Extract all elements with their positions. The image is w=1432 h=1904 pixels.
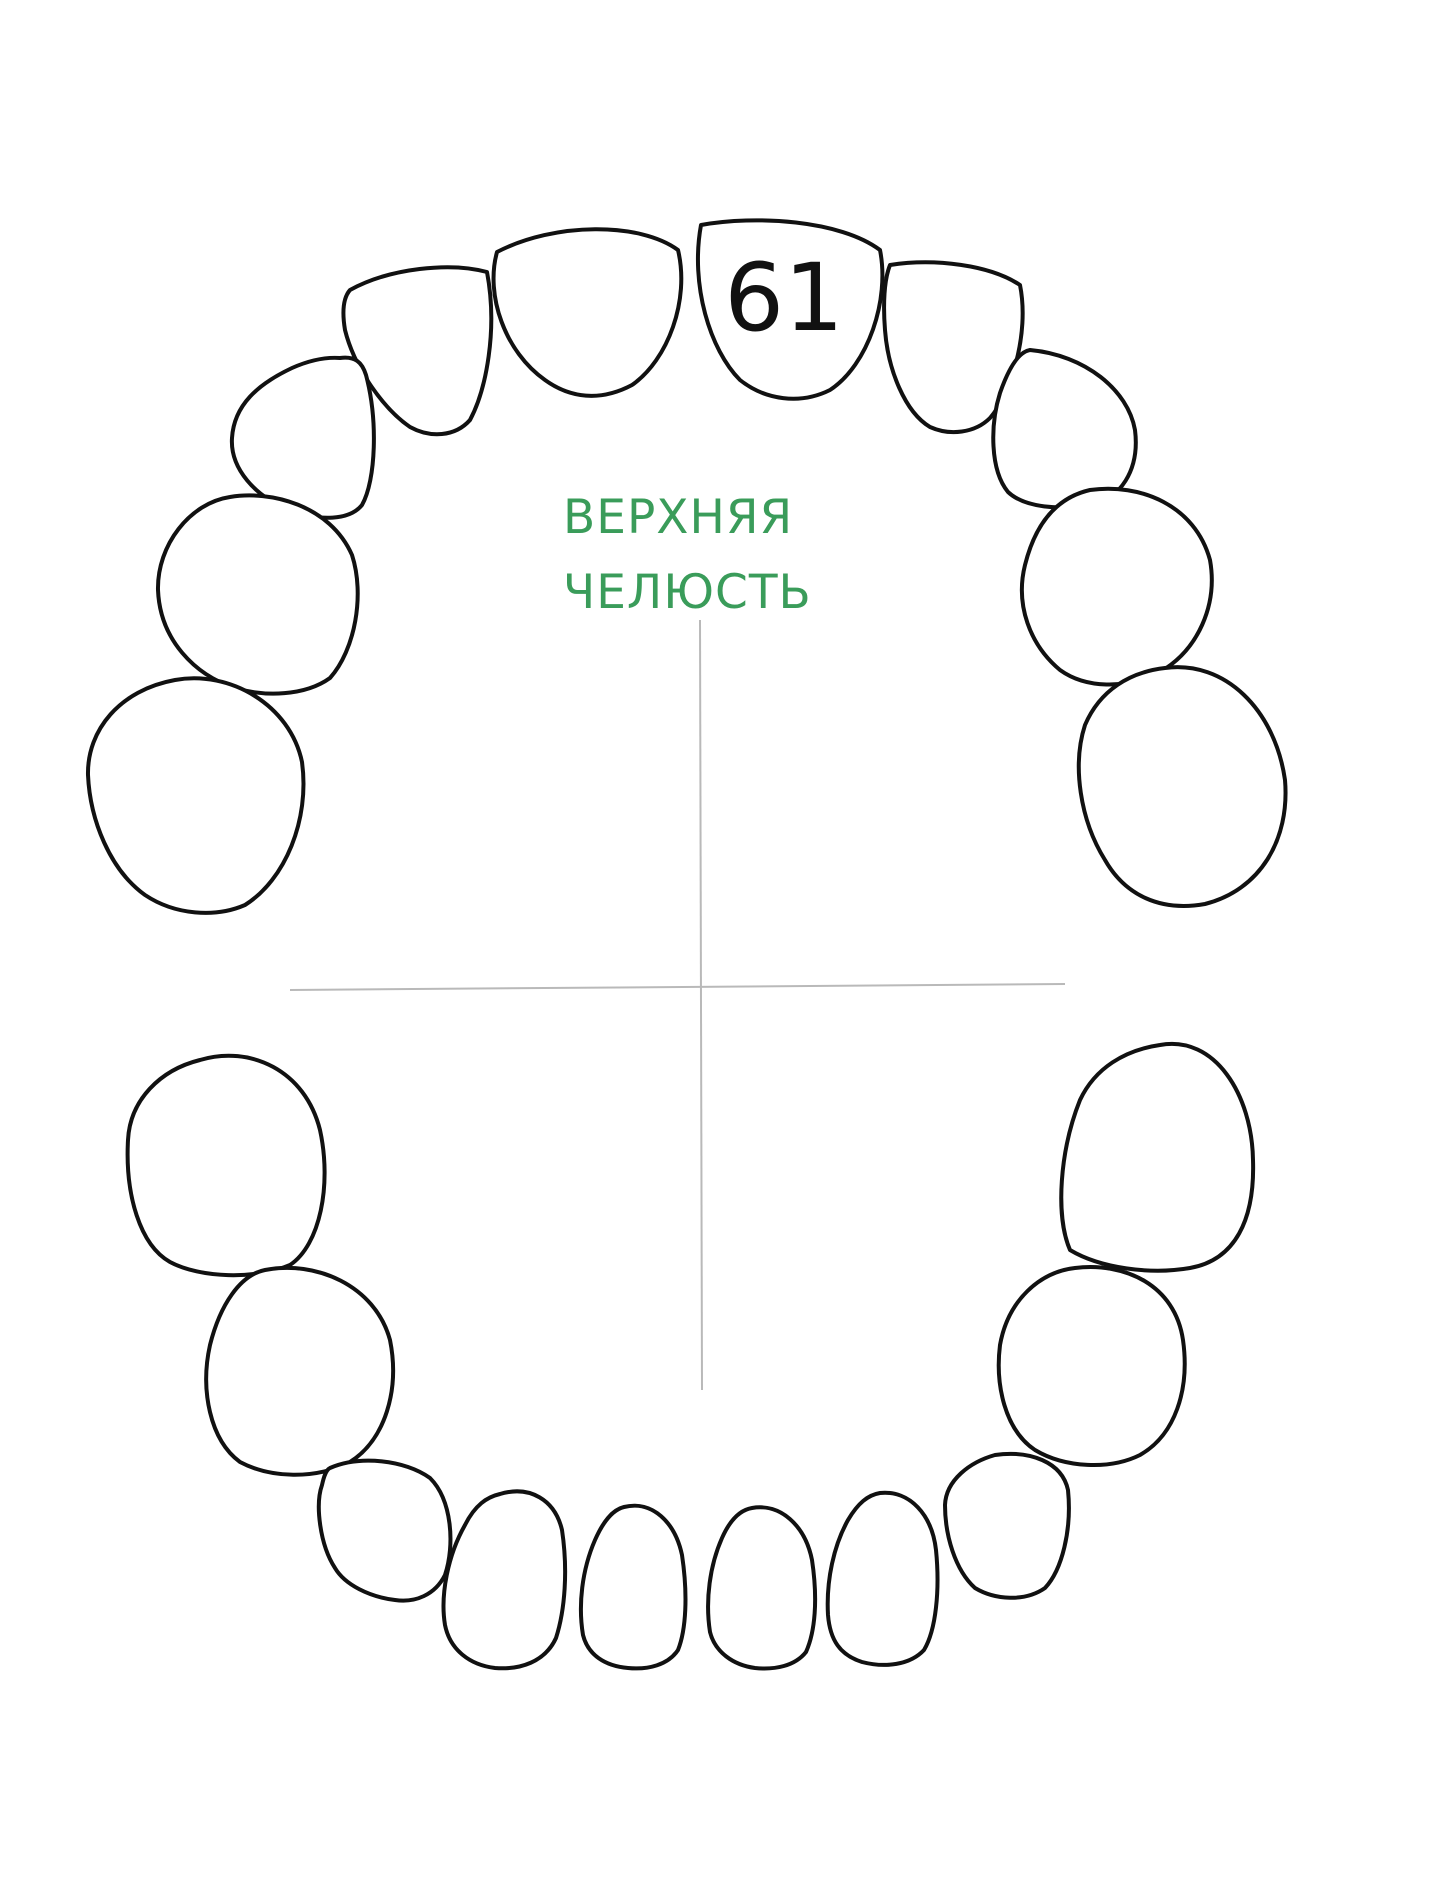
upper-tooth[interactable] [1076,665,1288,908]
lower-tooth[interactable] [316,1458,453,1603]
jaw-label-line-1: ВЕРХНЯЯ [563,490,793,545]
upper-tooth[interactable] [341,265,494,437]
lower-jaw [125,1041,1256,1671]
jaw-label-line-2: ЧЕЛЮСТЬ [563,565,812,620]
lower-tooth[interactable] [441,1489,568,1671]
lower-tooth[interactable] [706,1505,818,1671]
lower-tooth[interactable] [578,1503,688,1671]
tooth-number-label: 61 [724,244,844,353]
lower-tooth[interactable] [1059,1041,1256,1273]
upper-jaw [85,218,1288,915]
upper-tooth[interactable] [155,493,360,696]
lower-tooth[interactable] [996,1265,1187,1468]
lower-tooth[interactable] [943,1452,1071,1600]
upper-tooth[interactable] [1020,486,1214,687]
lower-tooth[interactable] [204,1265,395,1477]
upper-tooth[interactable] [882,260,1025,434]
upper-tooth[interactable] [695,218,885,401]
vertical-midline [699,619,703,1391]
upper-tooth[interactable] [991,348,1138,510]
lower-tooth[interactable] [825,1490,940,1667]
upper-tooth[interactable] [491,227,684,398]
horizontal-midline [289,983,1066,991]
upper-tooth[interactable] [85,676,306,915]
lower-tooth[interactable] [125,1053,327,1278]
